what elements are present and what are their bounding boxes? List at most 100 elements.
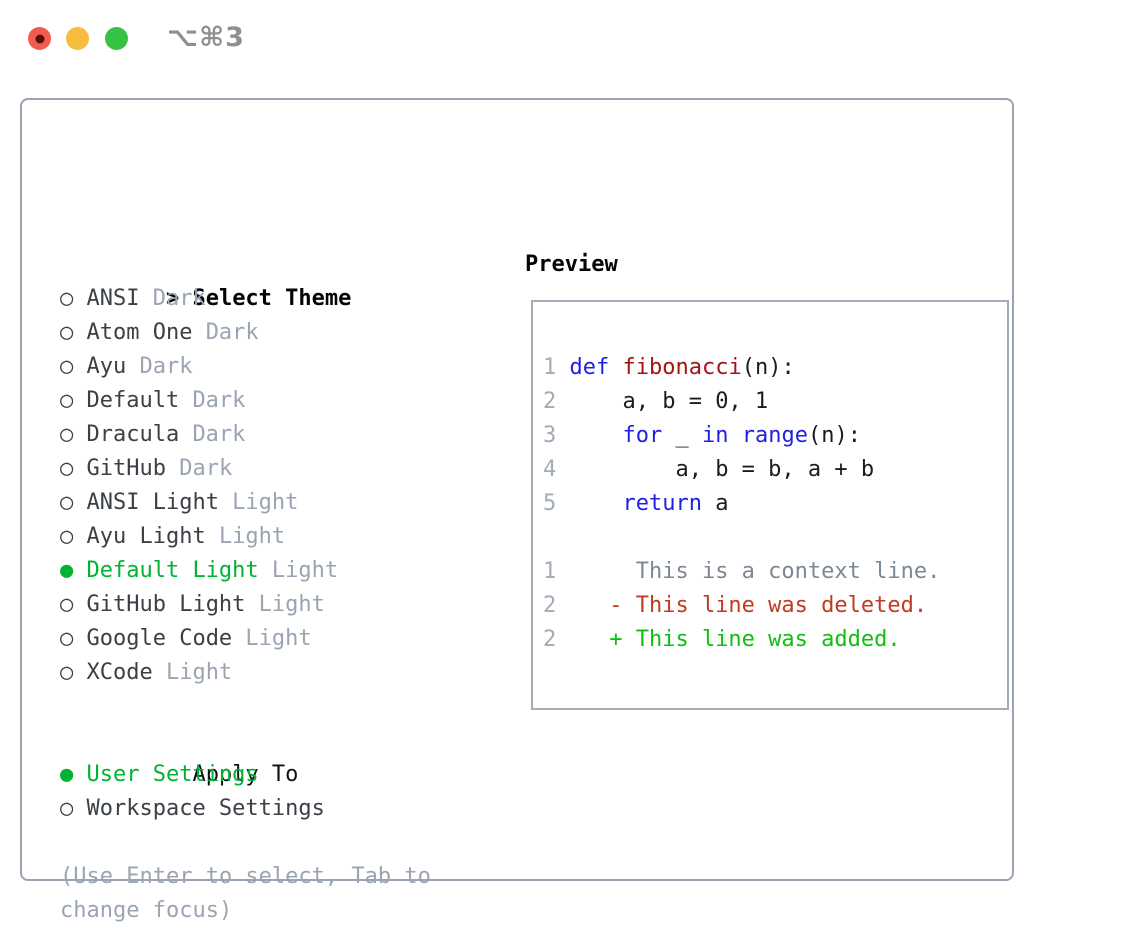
- theme-variant: Dark: [192, 422, 246, 447]
- cursor-icon: >: [165, 286, 180, 311]
- preview-line: 5 return a: [543, 487, 1007, 521]
- theme-name: Default: [86, 388, 180, 413]
- theme-name: Ayu: [86, 354, 127, 379]
- theme-variant: Dark: [152, 286, 206, 311]
- code-segment-kw: def: [569, 355, 610, 380]
- code-segment-fg: a: [701, 491, 729, 516]
- radio-unselected-icon: ○: [60, 388, 74, 413]
- apply-option-label: User Settings: [86, 762, 259, 787]
- radio-unselected-icon: ○: [60, 626, 74, 651]
- apply-to-header: Apply To: [60, 724, 500, 787]
- apply-option-workspace-settings[interactable]: ○ Workspace Settings: [60, 792, 500, 826]
- theme-name: Google Code: [86, 626, 233, 651]
- code-segment-num: 2: [543, 593, 557, 618]
- theme-variant: Light: [218, 524, 286, 549]
- unsaved-indicator-dot: [35, 34, 44, 43]
- preview-line: [543, 521, 1007, 555]
- preview-line: 1 This is a context line.: [543, 555, 1007, 589]
- theme-name: XCode: [86, 660, 153, 685]
- code-segment-num: 2: [543, 627, 557, 652]
- keyboard-hint: (Use Enter to select, Tab to change focu…: [60, 864, 431, 923]
- code-segment-fg: _: [662, 423, 702, 448]
- theme-variant: Dark: [139, 354, 193, 379]
- zoom-button[interactable]: [105, 27, 128, 50]
- theme-option-ansi-light[interactable]: ○ ANSI Light Light: [60, 486, 500, 520]
- theme-name: Atom One: [86, 320, 193, 345]
- minimize-button[interactable]: [66, 27, 89, 50]
- code-segment-num: 4: [543, 457, 557, 482]
- preview-line: 3 for _ in range(n):: [543, 419, 1007, 453]
- radio-unselected-icon: ○: [60, 286, 74, 311]
- theme-name: Ayu Light: [86, 524, 206, 549]
- theme-option-default-light[interactable]: ● Default Light Light: [60, 554, 500, 588]
- theme-option-ayu-light[interactable]: ○ Ayu Light Light: [60, 520, 500, 554]
- theme-name: ANSI: [86, 286, 140, 311]
- radio-unselected-icon: ○: [60, 524, 74, 549]
- code-segment-fg: [609, 355, 622, 380]
- theme-variant: Light: [232, 490, 299, 515]
- preview-line: 2 + This line was added.: [543, 623, 1007, 657]
- code-segment-del: - This line was deleted.: [556, 593, 928, 618]
- code-segment-fg: [728, 423, 741, 448]
- spacer: [60, 690, 500, 724]
- theme-name: Dracula: [86, 422, 180, 447]
- theme-option-default[interactable]: ○ Default Dark: [60, 384, 500, 418]
- theme-variant: Light: [258, 592, 325, 617]
- code-segment-fg: a, b = 0, 1: [556, 389, 769, 414]
- close-button[interactable]: [28, 27, 51, 50]
- radio-selected-icon: ●: [60, 558, 74, 583]
- radio-unselected-icon: ○: [60, 490, 74, 515]
- apply-to-list: ● User Settings ○ Workspace Settings: [60, 758, 500, 826]
- theme-option-xcode[interactable]: ○ XCode Light: [60, 656, 500, 690]
- preview-line: 1 def fibonacci(n):: [543, 351, 1007, 385]
- preview-line: 2 a, b = 0, 1: [543, 385, 1007, 419]
- select-theme-header: > Select Theme: [60, 248, 500, 311]
- code-segment-fg: (n):: [741, 355, 795, 380]
- code-segment-num: 2: [543, 389, 557, 414]
- theme-variant: Dark: [205, 320, 259, 345]
- preview-line: [543, 657, 1007, 691]
- window-title: ⌥⌘3: [167, 22, 245, 53]
- theme-variant: Light: [271, 558, 339, 583]
- apply-to-header-label: Apply To: [192, 762, 299, 787]
- apply-option-user-settings[interactable]: ● User Settings: [60, 758, 500, 792]
- radio-unselected-icon: ○: [60, 422, 74, 447]
- theme-option-google-code[interactable]: ○ Google Code Light: [60, 622, 500, 656]
- spacer: [60, 826, 500, 860]
- preview-line: 4 a, b = b, a + b: [543, 453, 1007, 487]
- theme-name: GitHub: [86, 456, 166, 481]
- code-segment-fg: [556, 423, 622, 448]
- code-segment-num: 1: [543, 559, 557, 584]
- radio-unselected-icon: ○: [60, 592, 74, 617]
- theme-name: Default Light: [86, 558, 259, 583]
- code-segment-kw: in: [701, 423, 729, 448]
- code-segment-ctx: This is a context line.: [556, 559, 941, 584]
- theme-name: ANSI Light: [86, 490, 219, 515]
- radio-selected-icon: ●: [60, 762, 74, 787]
- apply-option-label: Workspace Settings: [86, 796, 325, 821]
- theme-variant: Light: [245, 626, 312, 651]
- radio-unselected-icon: ○: [60, 660, 74, 685]
- theme-option-dracula[interactable]: ○ Dracula Dark: [60, 418, 500, 452]
- theme-variant: Dark: [179, 456, 233, 481]
- code-segment-fg: (n):: [807, 423, 861, 448]
- theme-option-ansi[interactable]: ○ ANSI Dark: [60, 282, 500, 316]
- preview-header: Preview: [525, 252, 618, 277]
- code-segment-fg: a, b = b, a + b: [556, 457, 875, 482]
- radio-unselected-icon: ○: [60, 320, 74, 345]
- select-theme-header-label: Select Theme: [192, 286, 352, 311]
- radio-unselected-icon: ○: [60, 796, 74, 821]
- preview-line: 2 - This line was deleted.: [543, 589, 1007, 623]
- theme-option-atom-one[interactable]: ○ Atom One Dark: [60, 316, 500, 350]
- code-segment-kw: for: [622, 423, 663, 448]
- theme-variant: Light: [165, 660, 233, 685]
- theme-variant: Dark: [192, 388, 246, 413]
